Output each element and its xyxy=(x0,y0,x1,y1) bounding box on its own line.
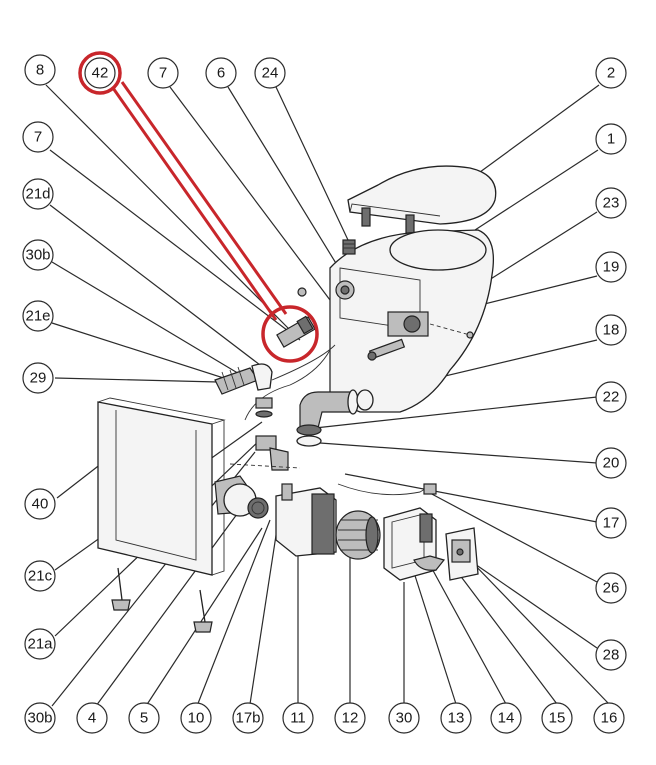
callout-26: 26 xyxy=(595,572,627,604)
control-box xyxy=(383,507,446,581)
svg-text:23: 23 xyxy=(603,195,620,212)
callout-2: 2 xyxy=(595,57,627,89)
callout-42: 42 xyxy=(84,57,116,89)
svg-text:30: 30 xyxy=(396,710,413,727)
callout-8: 8 xyxy=(24,54,56,86)
callout-1: 1 xyxy=(595,123,627,155)
svg-text:30b: 30b xyxy=(27,710,52,727)
svg-text:6: 6 xyxy=(217,65,225,82)
svg-text:26: 26 xyxy=(603,580,620,597)
rod-19 xyxy=(367,338,406,361)
svg-text:7: 7 xyxy=(159,65,167,82)
callout-29: 29 xyxy=(22,362,54,394)
callout-20: 20 xyxy=(595,447,627,479)
svg-text:22: 22 xyxy=(603,389,620,406)
svg-text:21e: 21e xyxy=(25,308,50,325)
svg-text:1: 1 xyxy=(607,131,615,148)
callout-23: 23 xyxy=(595,187,627,219)
callout-21a: 21a xyxy=(24,628,56,660)
svg-text:20: 20 xyxy=(603,455,620,472)
svg-text:8: 8 xyxy=(36,62,44,79)
callout-15: 15 xyxy=(541,702,573,734)
svg-text:21c: 21c xyxy=(28,568,53,585)
svg-text:10: 10 xyxy=(188,710,205,727)
mounting-feet xyxy=(111,567,213,633)
svg-text:15: 15 xyxy=(549,710,566,727)
svg-text:17b: 17b xyxy=(235,710,260,727)
callout-30b-top: 30b xyxy=(22,239,54,271)
callout-16: 16 xyxy=(593,702,625,734)
svg-text:17: 17 xyxy=(603,515,620,532)
svg-text:24: 24 xyxy=(262,65,279,82)
svg-text:4: 4 xyxy=(88,710,96,727)
mounting-frame xyxy=(97,397,226,576)
svg-text:28: 28 xyxy=(603,647,620,664)
callout-30b-bottom: 30b xyxy=(24,702,56,734)
callout-11: 11 xyxy=(282,702,314,734)
svg-text:7: 7 xyxy=(34,129,42,146)
callout-7-left: 7 xyxy=(22,121,54,153)
pump-housing xyxy=(214,475,269,519)
callout-5: 5 xyxy=(128,702,160,734)
svg-text:21a: 21a xyxy=(27,636,53,653)
toilet-body xyxy=(297,229,495,413)
svg-text:21d: 21d xyxy=(25,186,50,203)
callout-12: 12 xyxy=(334,702,366,734)
svg-text:19: 19 xyxy=(603,259,620,276)
svg-text:30b: 30b xyxy=(25,247,50,264)
motor xyxy=(335,510,381,560)
svg-text:2: 2 xyxy=(607,65,615,82)
callout-17: 17 xyxy=(595,507,627,539)
connector-42 xyxy=(276,315,316,348)
callout-17b: 17b xyxy=(232,702,264,734)
control-panel xyxy=(445,527,479,581)
svg-text:42: 42 xyxy=(92,65,109,82)
elbow-pipe xyxy=(296,389,374,447)
callout-4: 4 xyxy=(76,702,108,734)
callout-21e: 21e xyxy=(22,300,54,332)
pipe-fittings xyxy=(255,397,289,471)
svg-text:18: 18 xyxy=(603,322,620,339)
callout-14: 14 xyxy=(490,702,522,734)
callout-13: 13 xyxy=(440,702,472,734)
callout-21d: 21d xyxy=(22,178,54,210)
callout-18: 18 xyxy=(595,314,627,346)
callout-30: 30 xyxy=(388,702,420,734)
callout-6: 6 xyxy=(205,57,237,89)
svg-text:16: 16 xyxy=(601,710,618,727)
callout-19: 19 xyxy=(595,251,627,283)
seat-lid xyxy=(347,165,497,234)
svg-text:11: 11 xyxy=(290,710,306,727)
svg-text:29: 29 xyxy=(30,370,47,387)
callout-40: 40 xyxy=(24,488,56,520)
callout-10: 10 xyxy=(180,702,212,734)
callout-7-top: 7 xyxy=(147,57,179,89)
callout-28: 28 xyxy=(595,639,627,671)
callout-24: 24 xyxy=(254,57,286,89)
svg-text:13: 13 xyxy=(448,710,465,727)
hose-assembly xyxy=(214,344,336,421)
callout-22: 22 xyxy=(595,381,627,413)
highlight-42 xyxy=(78,51,319,363)
callout-21c: 21c xyxy=(24,560,56,592)
cable xyxy=(229,463,437,496)
impeller-housing xyxy=(275,483,337,557)
svg-text:14: 14 xyxy=(498,710,515,727)
svg-text:40: 40 xyxy=(32,496,49,513)
valve-24 xyxy=(342,239,356,255)
svg-text:5: 5 xyxy=(140,710,148,727)
svg-text:12: 12 xyxy=(342,710,359,727)
